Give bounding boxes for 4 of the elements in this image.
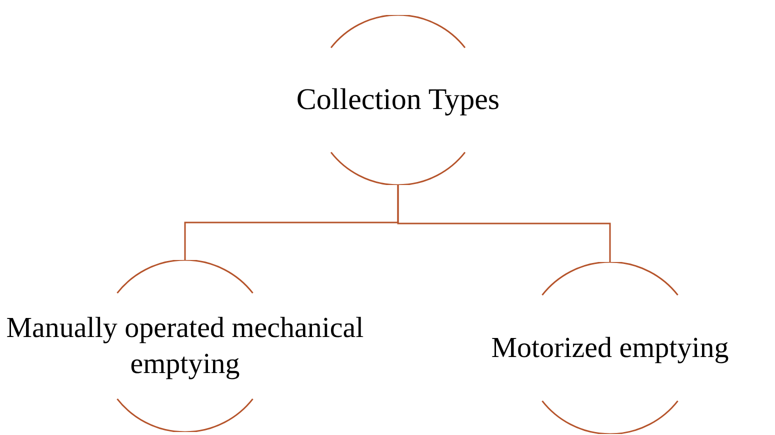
connector-line [397, 185, 611, 262]
node-label: Motorized emptying [491, 330, 729, 366]
node-label: Collection Types [296, 82, 500, 118]
node-label: Manually operated mechanical emptying [5, 310, 365, 382]
